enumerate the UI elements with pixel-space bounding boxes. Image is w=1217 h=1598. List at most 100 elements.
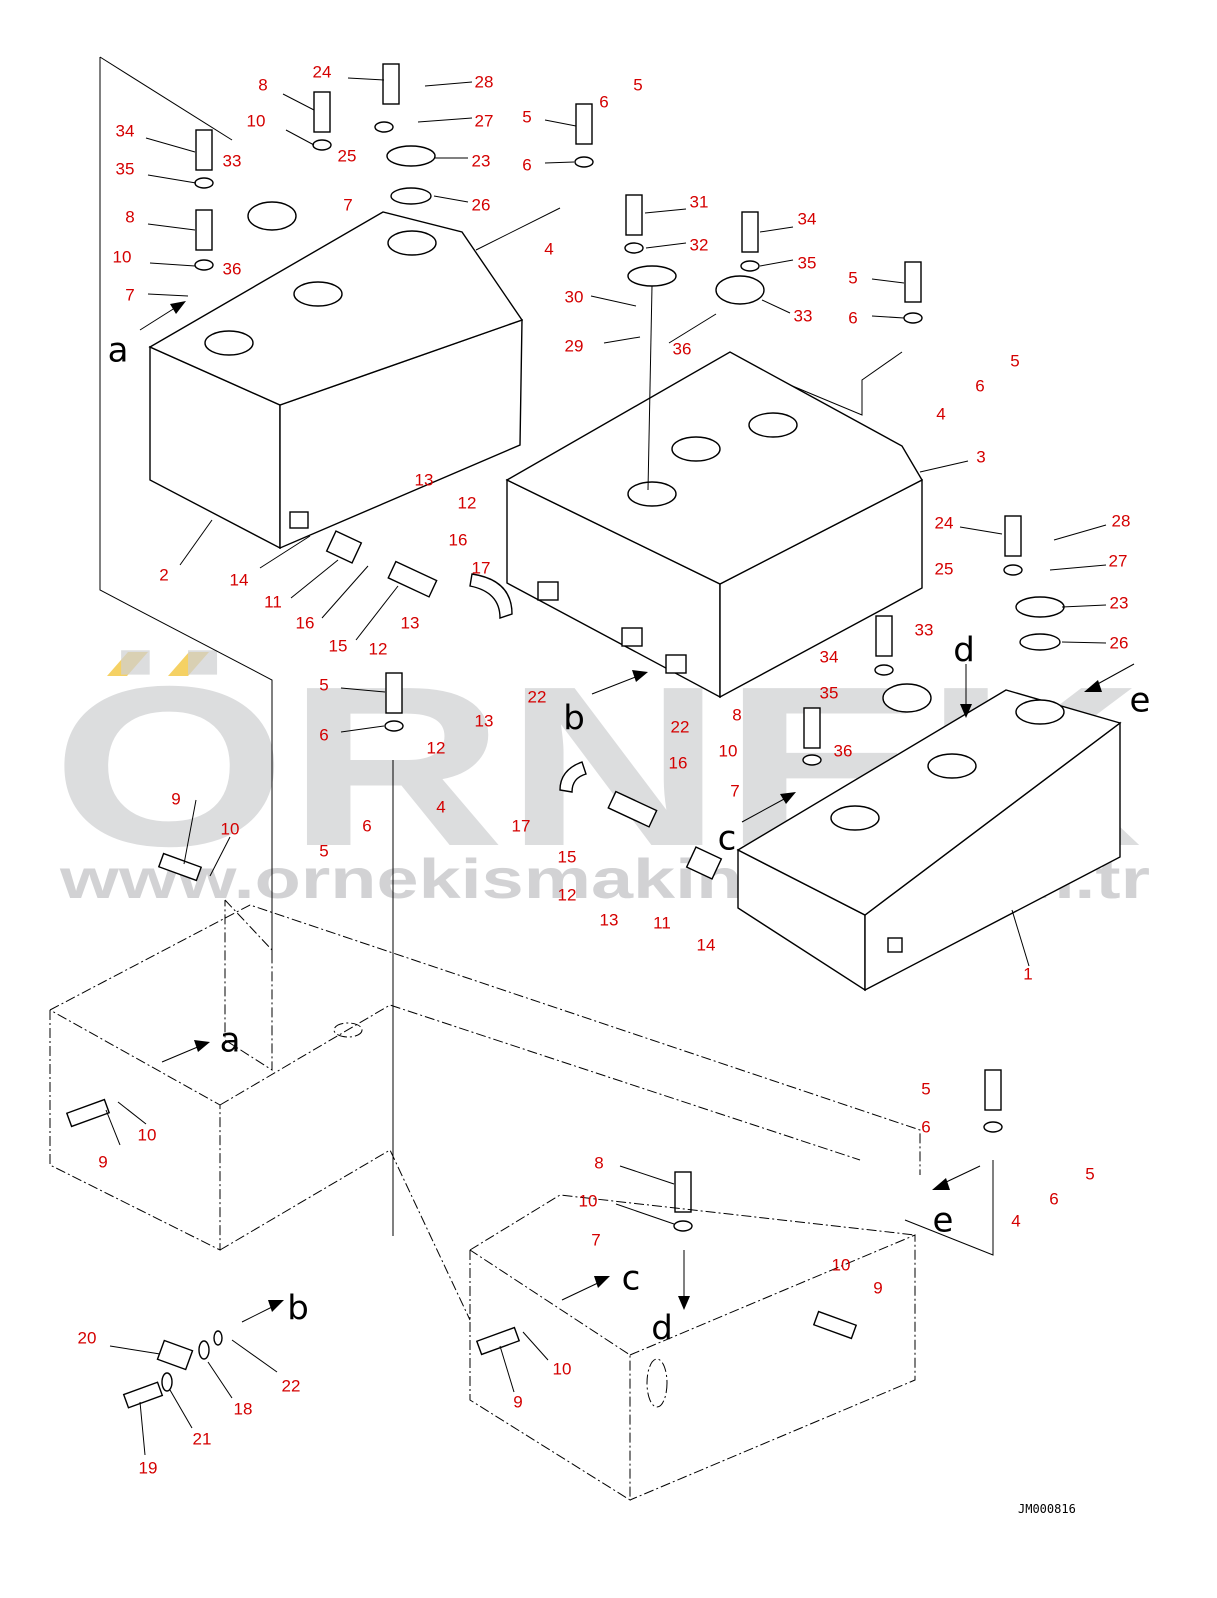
arrow-c-top-head (780, 792, 796, 804)
leader (109, 1345, 161, 1355)
arrow-b-bottom (241, 1305, 275, 1323)
leader (321, 565, 369, 619)
callout-label: 9 (513, 1392, 522, 1411)
callout-label: 5 (1085, 1164, 1094, 1183)
leader (147, 174, 197, 184)
sender-unit-rod (647, 285, 653, 491)
washer-6-top (574, 156, 594, 168)
callout-label: 6 (599, 92, 608, 111)
leader (169, 1389, 193, 1429)
callout-label: 21 (193, 1429, 212, 1448)
flange-23-right (1015, 596, 1065, 618)
flange-23-top (386, 145, 436, 167)
frame-right-side (629, 1234, 916, 1501)
direction-arrows (139, 301, 1135, 1323)
callout-label: 14 (230, 570, 249, 589)
reference-letter: a (108, 331, 129, 371)
callout-label: 33 (915, 620, 934, 639)
leader (959, 526, 1003, 535)
arrow-c-bottom-head (594, 1276, 610, 1288)
leader (147, 223, 196, 231)
washer-35-lower (874, 664, 894, 676)
callout-label: 28 (1112, 511, 1131, 530)
tank-1-top (736, 689, 1122, 916)
small-parts (65, 63, 1065, 1409)
tank-2-top (148, 211, 524, 406)
bolt-5-right (904, 261, 922, 303)
callout-label: 27 (475, 111, 494, 130)
guide-line-tank3-top (789, 351, 903, 416)
gasket-26-right (1019, 633, 1061, 651)
callout-label: 34 (116, 121, 135, 140)
callout-label: 11 (264, 592, 282, 611)
callout-label: 5 (921, 1079, 930, 1098)
leader (1061, 604, 1107, 608)
callout-label: 6 (975, 376, 984, 395)
bolt-19 (122, 1381, 164, 1409)
callout-label: 2 (159, 565, 168, 584)
callout-label: 32 (690, 235, 709, 254)
leader (759, 226, 794, 233)
arrow-e-bottom (941, 1165, 981, 1185)
guide-lines (99, 56, 994, 1256)
arrow-c-top (741, 797, 787, 823)
leader (1049, 564, 1107, 571)
washer-6-right (903, 312, 923, 324)
leader (139, 1401, 146, 1456)
callout-label: 12 (427, 738, 446, 757)
callout-label: 36 (834, 741, 853, 760)
callout-label: 12 (458, 493, 477, 512)
tank-1-port-2 (927, 753, 977, 779)
callout-label: 7 (343, 195, 352, 214)
tank-3-port-1 (627, 481, 677, 507)
callout-label: 15 (558, 847, 577, 866)
callout-label: 31 (690, 192, 709, 211)
leader (759, 259, 794, 267)
watermark-accent-left (107, 652, 148, 676)
reference-letter: d (651, 1309, 673, 1349)
leader (347, 77, 385, 81)
tank-1-fitting (887, 937, 903, 953)
callout-label: 35 (820, 683, 839, 702)
bolt-8-bottom (674, 1171, 692, 1213)
frame (49, 899, 921, 1501)
leader (433, 195, 469, 203)
tank-1-port-1 (830, 805, 880, 831)
leader (761, 299, 791, 314)
bolt-34-left (195, 129, 213, 171)
callout-label: 17 (512, 816, 531, 835)
callout-label: 4 (544, 239, 553, 258)
tank-3-fitting-3 (665, 654, 687, 674)
bolt-8-left (195, 209, 213, 251)
leader (544, 119, 577, 127)
tank-3 (505, 351, 923, 699)
callout-label: 24 (935, 513, 954, 532)
washer-35-mid (740, 260, 760, 272)
leader (645, 242, 687, 249)
callout-label: 13 (600, 910, 619, 929)
bolt-5-lower-right (984, 1069, 1002, 1111)
tank-2-port-1 (204, 330, 254, 356)
arrow-e-top-head (1084, 680, 1102, 692)
leader (179, 519, 213, 566)
bolt-9-left (65, 1098, 111, 1128)
callout-label: 10 (579, 1191, 598, 1210)
frame-right-top (469, 1194, 916, 1251)
callout-label: 33 (794, 306, 813, 325)
callout-label: 5 (522, 107, 531, 126)
callout-label: 6 (362, 816, 371, 835)
callout-label: 5 (848, 268, 857, 287)
callout-label: 24 (313, 62, 332, 81)
washer-32 (624, 242, 644, 254)
callout-label: 23 (1110, 593, 1129, 612)
leader (117, 1101, 147, 1125)
reference-letter: c (718, 819, 737, 859)
cap-33-left (247, 201, 297, 231)
drain-valve-20 (156, 1339, 194, 1371)
callout-label: 36 (673, 339, 692, 358)
washer-25-top (374, 121, 394, 133)
reference-letter: a (220, 1021, 241, 1061)
leader (355, 585, 399, 641)
callout-label: 6 (522, 155, 531, 174)
